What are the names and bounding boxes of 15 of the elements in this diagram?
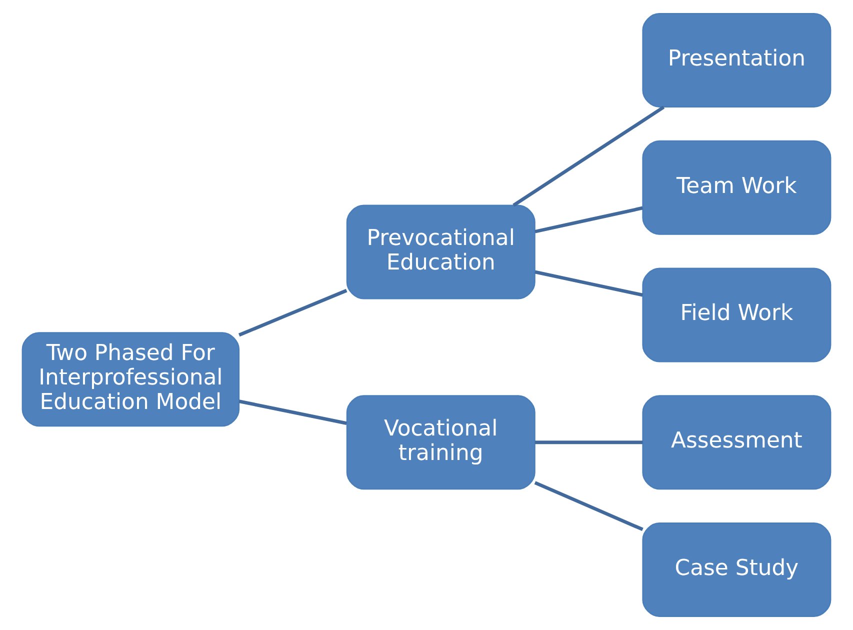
connector	[534, 481, 644, 532]
node-box: Team Work	[642, 140, 832, 235]
node-box: Field Work	[642, 268, 832, 362]
node-box: Presentation	[642, 13, 832, 108]
node-box: Vocational training	[346, 395, 536, 490]
connector	[534, 440, 643, 444]
connector	[534, 206, 644, 234]
connector	[238, 400, 347, 426]
node-box: Prevocational Education	[346, 204, 536, 300]
node-box: Case Study	[642, 522, 832, 617]
node-box: Assessment	[642, 395, 832, 490]
node-box: Two Phased For Interprofessional Education Model	[22, 332, 240, 427]
connector	[238, 288, 348, 337]
connector	[512, 106, 665, 207]
connector	[534, 270, 644, 297]
